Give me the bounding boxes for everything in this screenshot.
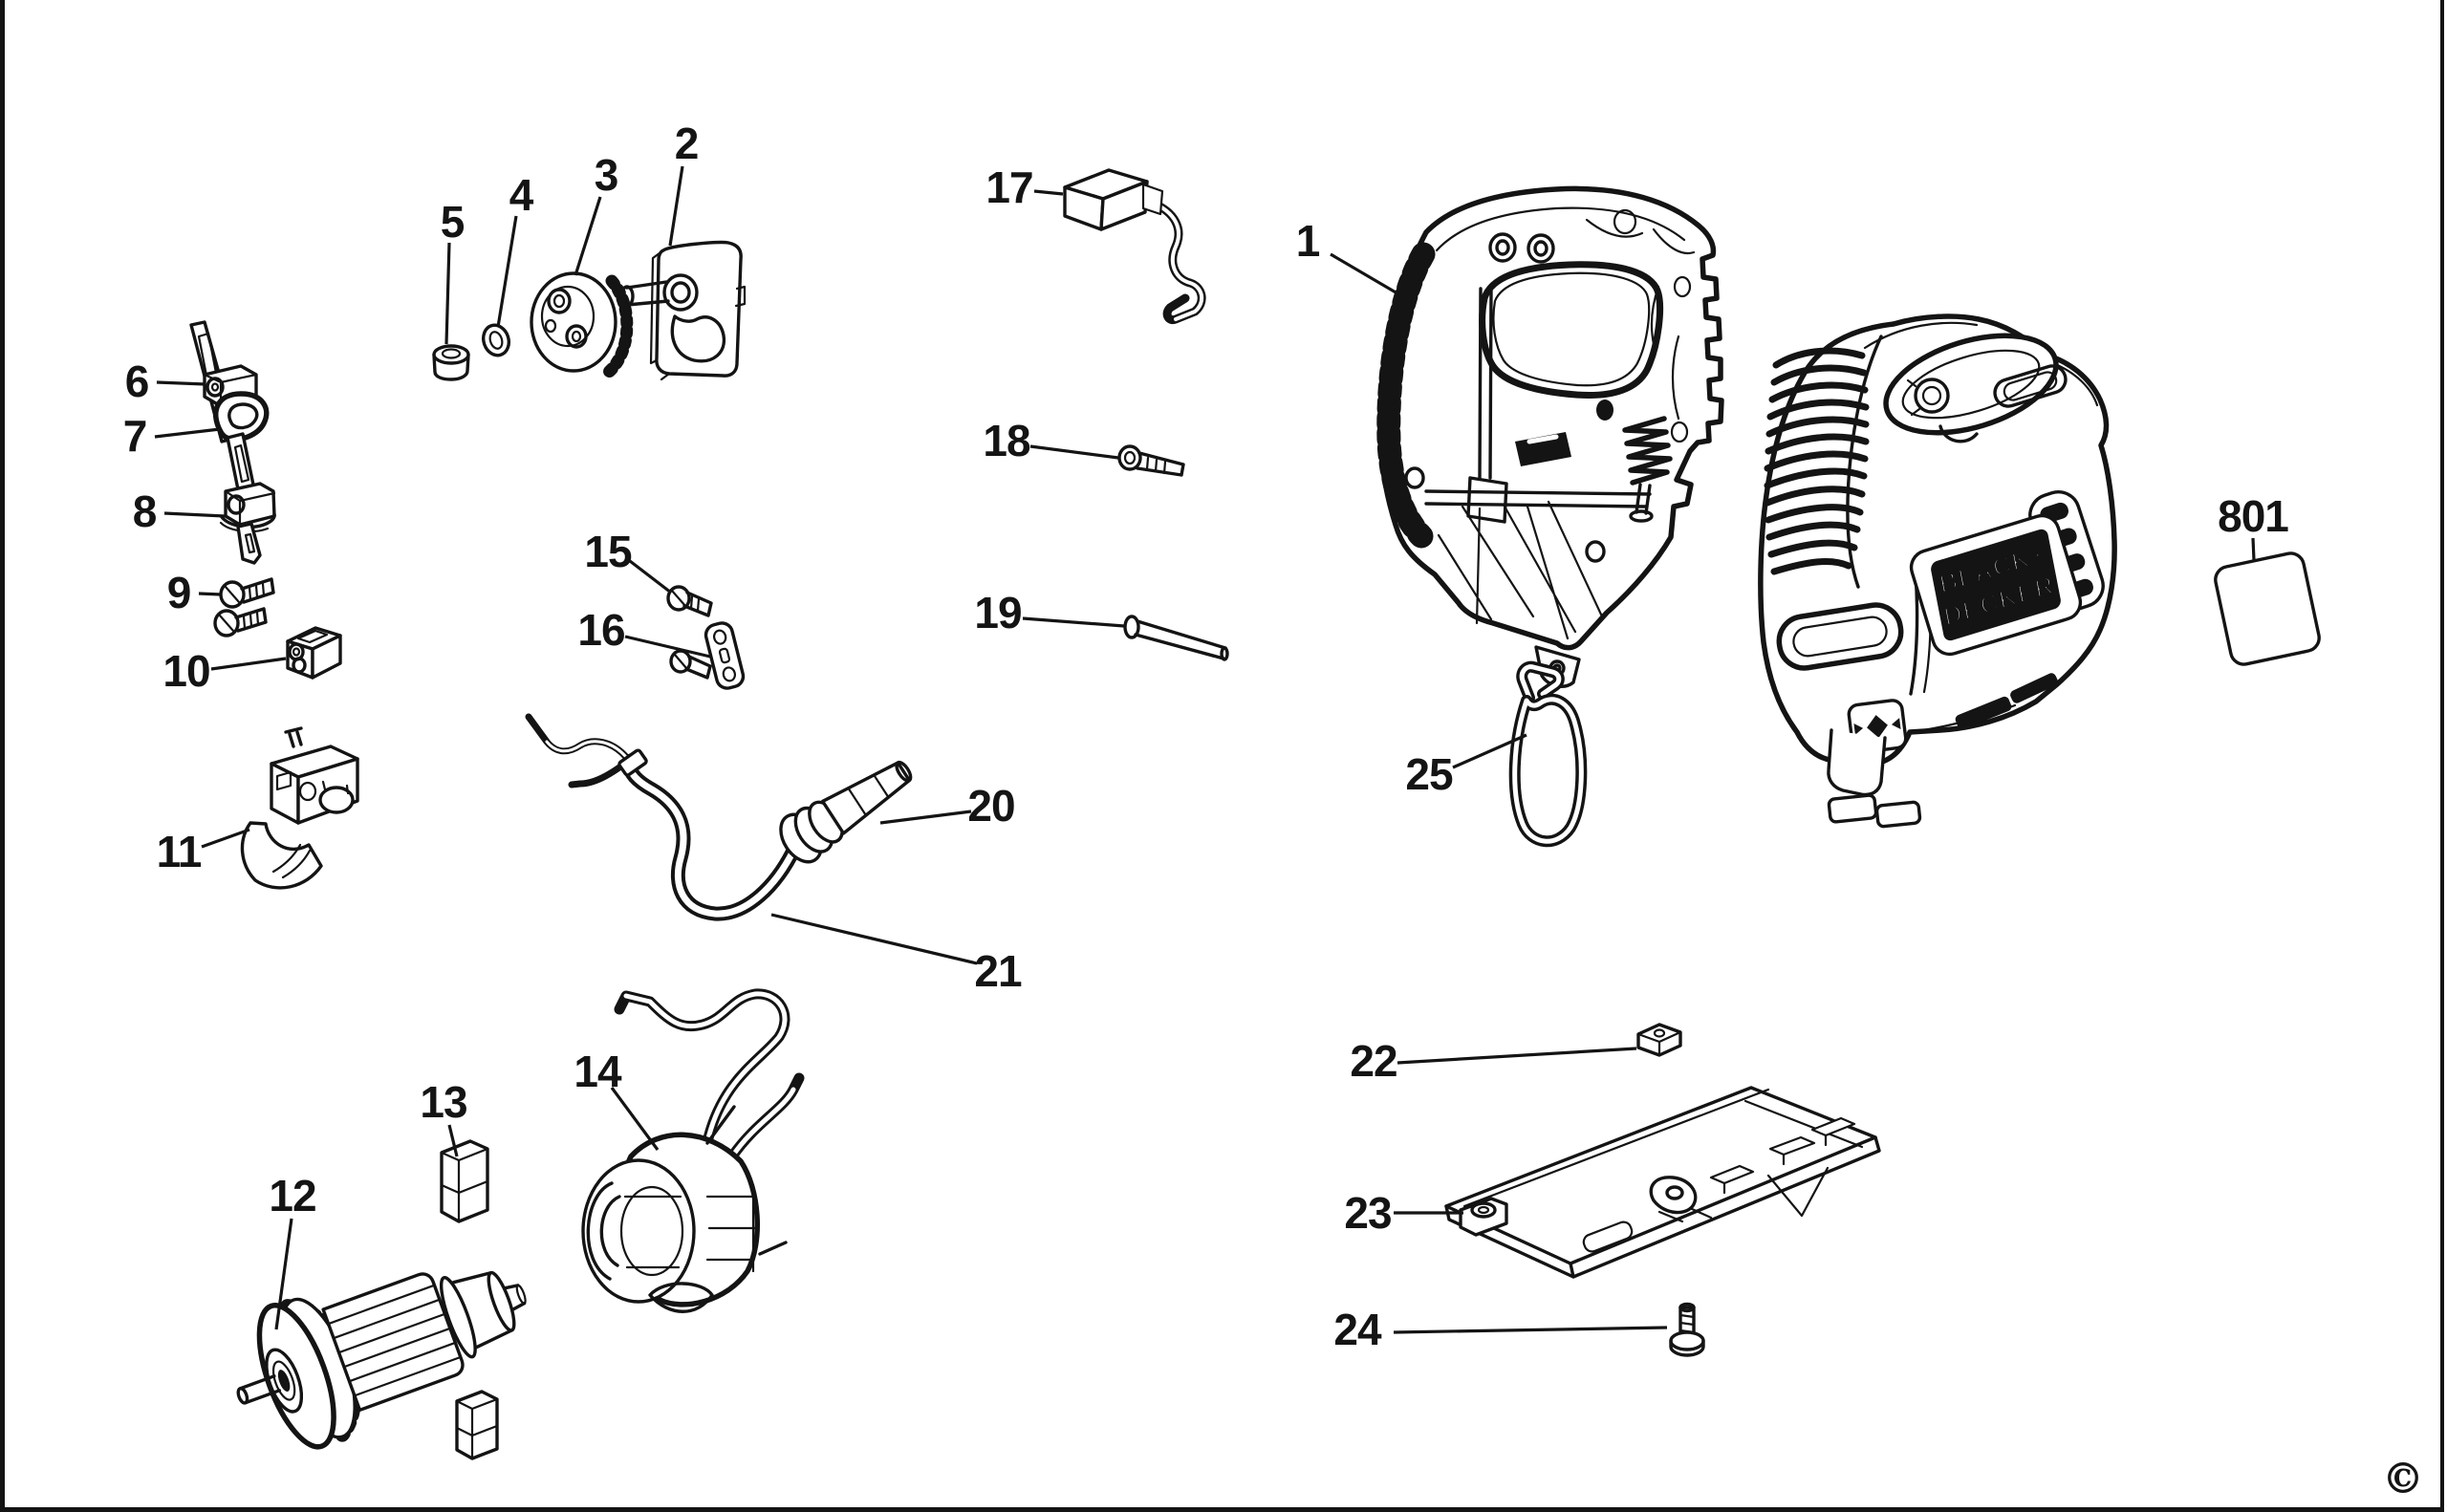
part-label-10: 10: [162, 646, 209, 696]
leader-line-2: [668, 165, 684, 247]
part-label-21: 21: [974, 946, 1022, 996]
part-label-8: 8: [133, 486, 157, 536]
pin-drawing: [1123, 615, 1229, 661]
screw-9a-drawing: [219, 577, 275, 609]
jigsaw-body-drawing: BLACK+ DECKER: [1758, 313, 2117, 829]
part-label-22: 22: [1350, 1036, 1397, 1086]
part-label-2: 2: [675, 119, 699, 168]
field-coil-drawing: [581, 988, 805, 1313]
retainer-plate-drawing: [704, 621, 746, 690]
leader-line-6: [156, 380, 206, 386]
leader-line-21: [770, 913, 978, 965]
armature-drawing: [236, 1270, 527, 1450]
carbon-brush-lower-drawing: [455, 1390, 499, 1460]
leader-line-22: [1397, 1047, 1637, 1065]
leader-line-14: [610, 1087, 660, 1151]
blade-guard-drawing: [1508, 660, 1588, 848]
gear-bearing-plate-drawing: [619, 240, 747, 381]
motor-housing-half-drawing: [1376, 185, 1724, 688]
leader-line-13: [447, 1124, 459, 1157]
part-label-4: 4: [509, 170, 534, 220]
page-border-left: [0, 0, 5, 1512]
part-label-23: 23: [1344, 1188, 1391, 1238]
part-label-17: 17: [985, 162, 1032, 212]
part-label-13: 13: [420, 1077, 466, 1127]
drive-gear-drawing: [530, 271, 634, 379]
leader-line-4: [496, 215, 518, 328]
cord-protector-drawing: [779, 760, 913, 864]
part-label-7: 7: [123, 411, 147, 461]
nut-drawing: [432, 344, 470, 381]
part-label-15: 15: [584, 527, 632, 576]
part-label-1: 1: [1296, 216, 1320, 266]
part-label-25: 25: [1405, 749, 1453, 799]
leader-line-12: [274, 1218, 293, 1330]
part-label-16: 16: [577, 605, 624, 655]
part-label-9: 9: [167, 568, 191, 617]
screw-18-drawing: [1117, 444, 1185, 477]
leader-line-24: [1393, 1326, 1668, 1334]
leader-line-16: [624, 635, 711, 659]
shoe-plate-drawing: [1444, 1086, 1881, 1279]
leader-line-5: [444, 242, 451, 345]
brush-lead-drawing: [1063, 168, 1206, 325]
screw-9b-drawing: [213, 607, 268, 637]
part-label-5: 5: [441, 197, 465, 247]
leader-line-8: [163, 511, 226, 518]
leader-line-20: [879, 810, 972, 825]
clamp-nut-drawing: [1636, 1023, 1682, 1057]
part-label-801: 801: [2218, 491, 2288, 541]
support-block-drawing: [286, 626, 342, 680]
callout-layer: 1234567891011121314151617181920212223242…: [123, 119, 2290, 1354]
washer-drawing: [481, 323, 511, 357]
page-border-right: [2440, 0, 2444, 1512]
part-label-11: 11: [157, 827, 202, 876]
part-label-6: 6: [125, 356, 149, 406]
leader-line-10: [210, 657, 287, 671]
part-label-12: 12: [269, 1171, 315, 1220]
part-label-3: 3: [595, 150, 618, 200]
part-label-24: 24: [1333, 1305, 1382, 1354]
label-sticker-drawing: [2214, 551, 2321, 666]
leader-line-15: [629, 559, 672, 594]
part-label-14: 14: [574, 1047, 622, 1096]
leader-line-18: [1029, 444, 1119, 460]
leader-line-7: [154, 427, 221, 439]
part-label-19: 19: [974, 588, 1021, 637]
part-label-20: 20: [967, 781, 1014, 831]
carbon-brush-upper-drawing: [440, 1139, 489, 1223]
switch-drawing: [240, 726, 359, 890]
screw-15-drawing: [666, 585, 713, 617]
leader-line-11: [201, 828, 250, 849]
leader-line-25: [1452, 733, 1527, 769]
brand-badge: BLACK+ DECKER: [1909, 513, 2083, 657]
leader-line-3: [574, 196, 602, 276]
leader-line-17: [1033, 189, 1064, 196]
copyright-mark: ©: [2382, 1455, 2424, 1503]
leader-line-19: [1022, 616, 1125, 628]
screw-24-drawing: [1669, 1302, 1705, 1357]
power-cord-drawing: [525, 713, 803, 921]
leader-line-1: [1330, 252, 1415, 305]
page-border-bottom: [0, 1507, 2444, 1512]
part-label-18: 18: [983, 416, 1030, 465]
blade-holder-assembly-drawing: [189, 320, 276, 565]
leader-line-801: [2251, 537, 2256, 561]
